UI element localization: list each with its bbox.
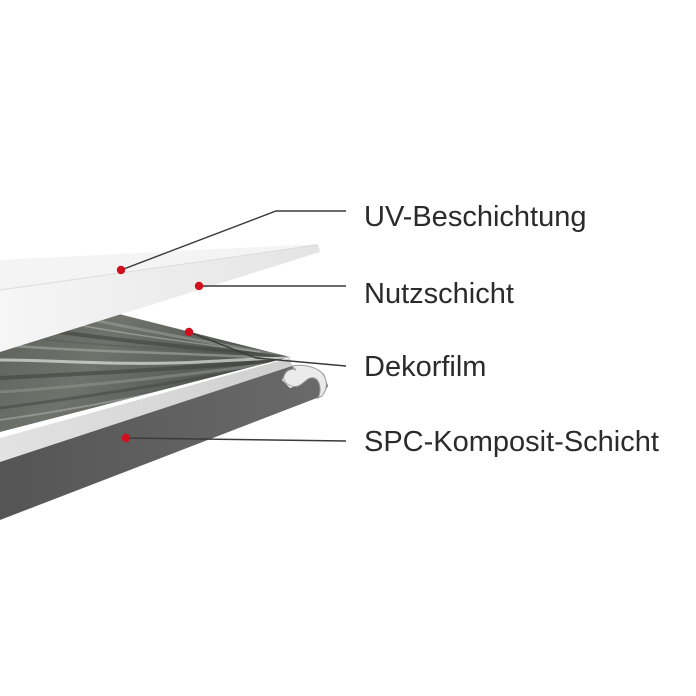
marker-dot-spc xyxy=(121,433,131,443)
label-wear-layer: Nutzschicht xyxy=(364,278,514,310)
click-lock-profile xyxy=(283,364,327,400)
marker-dot-nutz xyxy=(194,281,204,291)
leader-line-dekor xyxy=(188,331,347,367)
label-spc-core: SPC-Komposit-Schicht xyxy=(364,426,659,458)
leader-line-spc xyxy=(125,437,347,442)
spc-core-side-face xyxy=(0,366,328,520)
uv-coating-edge xyxy=(0,244,319,291)
marker-dot-dekor xyxy=(184,327,194,337)
spc-core-top-face xyxy=(0,358,292,462)
leader-line-uv xyxy=(120,210,346,271)
wear-layer xyxy=(0,244,320,352)
label-decor-film: Dekorfilm xyxy=(364,351,487,383)
label-uv-coating: UV-Beschichtung xyxy=(364,201,587,233)
marker-dot-uv xyxy=(116,265,126,275)
